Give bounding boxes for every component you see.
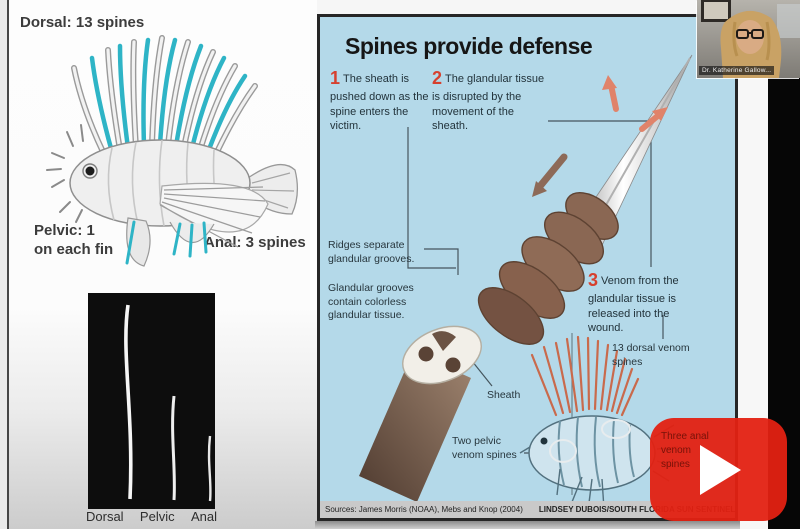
pelvic-spines-label: Pelvic: 1 on each fin [34, 222, 114, 258]
lionfish-venom-diagram [519, 335, 679, 512]
face [736, 20, 764, 54]
dorsal-spines-label: Dorsal: 13 spines [20, 14, 145, 31]
webcam-video [697, 0, 800, 78]
anal-venom-label: Three anal venom spines [661, 431, 709, 470]
play-icon [700, 445, 741, 495]
step-3-text: Venom from the glandular tissue is relea… [588, 275, 679, 334]
credit-text: LINDSEY DUBOIS/SOUTH FLORIDA SUN SENTINE… [538, 505, 735, 514]
dorsal-venom-label: 13 dorsal venom spines [612, 342, 690, 368]
youtube-play-button[interactable]: Three anal venom spines [650, 418, 787, 521]
pelvic-venom-label: Two pelvic venom spines [452, 435, 517, 461]
sheath-label: Sheath [487, 389, 521, 401]
ridges-label: Ridges separate glandular grooves. [328, 239, 415, 265]
bottom-shadow-bar [315, 521, 740, 529]
window-light [777, 4, 800, 38]
webcam-overlay[interactable]: Dr. Katherine Gallow... [697, 0, 800, 78]
step-3-number: 3 [588, 270, 599, 290]
left-margin [0, 0, 7, 529]
venom-spine-diagram [359, 54, 693, 512]
sheath-lower [359, 325, 482, 502]
motion-arrows [532, 75, 668, 197]
glasses [736, 29, 764, 39]
spine-photo [88, 293, 215, 509]
spine-photo-labels: Dorsal Pelvic Anal [86, 509, 217, 524]
step-1-text: The sheath is pushed down as the spine e… [330, 73, 429, 132]
sources-text: Sources: James Morris (NOAA), Mebs and K… [325, 505, 523, 514]
left-border-line [7, 0, 9, 529]
lionfish-illustration [46, 35, 299, 267]
photo-label-pelvic: Pelvic [139, 509, 175, 524]
infographic-title: Spines provide defense [345, 33, 593, 59]
sheath-upper [477, 192, 619, 345]
photo-label-dorsal: Dorsal [86, 509, 124, 524]
participant-name-badge: Dr. Katherine Gallow... [699, 66, 775, 75]
sources-bar: Sources: James Morris (NOAA), Mebs and K… [320, 501, 735, 518]
anal-spines-label: Anal: 3 spines [204, 234, 306, 251]
step-2-number: 2 [432, 68, 443, 88]
slide-left-section: Dorsal: 13 spines Pelvic: 1 on each fin … [0, 0, 317, 529]
step-2-text: The glandular tissue is disrupted by the… [432, 73, 545, 132]
step-1-number: 1 [330, 68, 341, 88]
grooves-label: Glandular grooves contain colorless glan… [328, 282, 414, 322]
photo-label-anal: Anal [190, 509, 217, 524]
